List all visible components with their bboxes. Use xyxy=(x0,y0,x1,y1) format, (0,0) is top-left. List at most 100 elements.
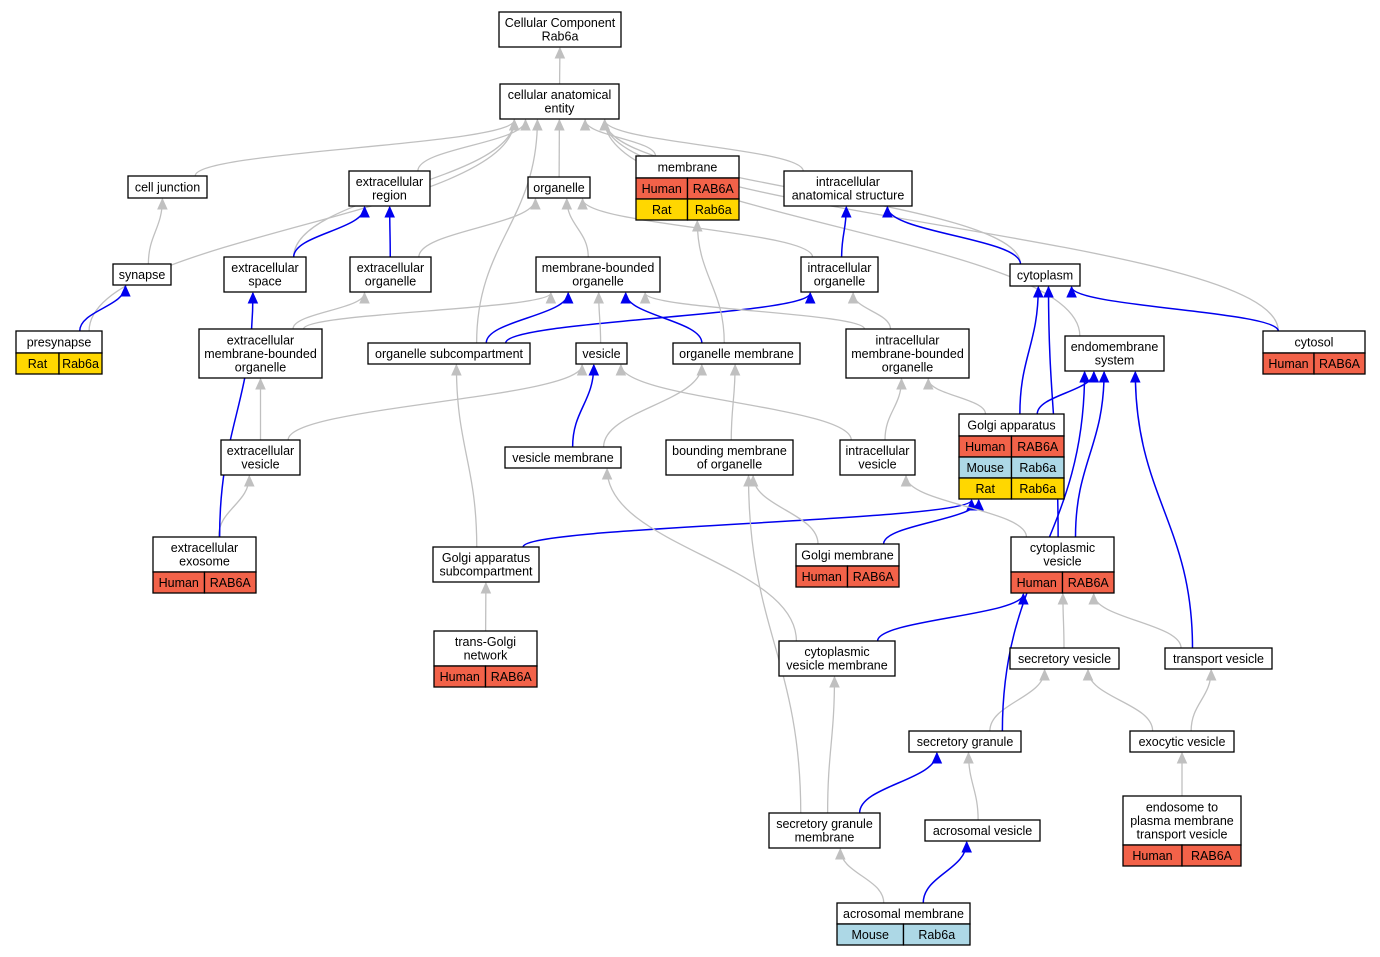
part-of-edge xyxy=(1019,287,1038,415)
go-term-node[interactable]: organelle xyxy=(527,176,591,199)
go-term-box xyxy=(1122,795,1242,846)
go-term-node[interactable]: acrosomal vesicle xyxy=(924,819,1041,842)
go-term-label: intracellular xyxy=(816,175,880,189)
is-a-edge xyxy=(585,120,657,157)
go-term-box xyxy=(672,342,801,365)
species-label: Rat xyxy=(28,357,48,371)
go-term-node[interactable]: synapse xyxy=(112,263,172,286)
is-a-edge xyxy=(302,293,551,330)
go-term-label: acrosomal membrane xyxy=(843,907,964,921)
go-term-label: organelle subcompartment xyxy=(375,347,524,361)
gene-label: RAB6A xyxy=(1068,576,1110,590)
gene-label: RAB6A xyxy=(1017,440,1059,454)
is-a-edge xyxy=(456,365,478,548)
part-of-edge xyxy=(1036,372,1094,415)
is-a-edge xyxy=(928,379,987,415)
gene-cell xyxy=(686,198,740,221)
go-term-node[interactable]: cell junction xyxy=(127,175,208,199)
go-term-node[interactable]: transport vesicle xyxy=(1164,647,1273,670)
is-a-edge xyxy=(826,677,835,814)
is-a-edge xyxy=(621,365,852,441)
go-term-label: presynapse xyxy=(27,335,92,349)
go-term-box xyxy=(1129,730,1235,753)
go-term-node[interactable]: exocytic vesicle xyxy=(1129,730,1235,753)
edges-layer xyxy=(79,48,1280,904)
go-term-node[interactable]: vesicle xyxy=(575,342,628,365)
gene-cell xyxy=(902,923,971,946)
is-a-edge xyxy=(1190,670,1211,732)
go-term-label: transport vesicle xyxy=(1173,652,1264,666)
go-term-label: vesicle xyxy=(1043,555,1081,569)
go-term-label: membrane xyxy=(658,160,718,174)
is-a-edge xyxy=(418,199,536,258)
gene-cell xyxy=(846,565,900,588)
go-term-label: region xyxy=(372,189,407,203)
is-a-edge xyxy=(292,293,365,330)
gene-label: RAB6A xyxy=(853,570,895,584)
is-a-edge xyxy=(645,293,866,330)
is-a-edge xyxy=(602,365,702,448)
go-term-label: synapse xyxy=(119,268,166,282)
go-term-node[interactable]: organelle membrane xyxy=(672,342,801,365)
species-label: Human xyxy=(1017,576,1057,590)
is-a-edge xyxy=(599,293,601,344)
is-a-edge xyxy=(840,849,885,904)
species-label: Rat xyxy=(652,203,672,217)
is-a-edge xyxy=(969,753,979,821)
go-term-label: exosome xyxy=(179,555,230,569)
is-a-edge xyxy=(605,120,1279,332)
gene-cell xyxy=(58,352,103,375)
gene-cell xyxy=(203,571,257,594)
go-term-node[interactable]: secretory granule xyxy=(908,730,1022,753)
go-term-label: organelle xyxy=(814,275,865,289)
gene-cell xyxy=(1313,352,1366,375)
go-term-node[interactable]: secretory vesicle xyxy=(1009,647,1120,670)
go-term-label: entity xyxy=(545,102,576,116)
gene-cell xyxy=(484,665,538,688)
species-label: Human xyxy=(1268,357,1308,371)
go-term-node[interactable]: vesicle membrane xyxy=(504,446,622,469)
go-term-box xyxy=(839,439,916,476)
species-label: Human xyxy=(1132,849,1172,863)
part-of-edge xyxy=(876,594,1024,642)
is-a-edge xyxy=(753,476,819,545)
go-term-node[interactable]: organelle subcompartment xyxy=(367,342,531,365)
part-of-edge xyxy=(292,207,365,258)
is-a-edge xyxy=(607,469,798,642)
go-term-label: extracellular xyxy=(171,541,238,555)
go-term-node[interactable]: cytoplasm xyxy=(1009,263,1081,287)
go-term-label: cytoplasm xyxy=(1017,268,1073,282)
go-term-label: cytoplasmic xyxy=(1030,541,1095,555)
gene-label: Rab6a xyxy=(62,357,99,371)
go-term-label: vesicle xyxy=(858,458,896,472)
go-term-box xyxy=(432,546,540,583)
